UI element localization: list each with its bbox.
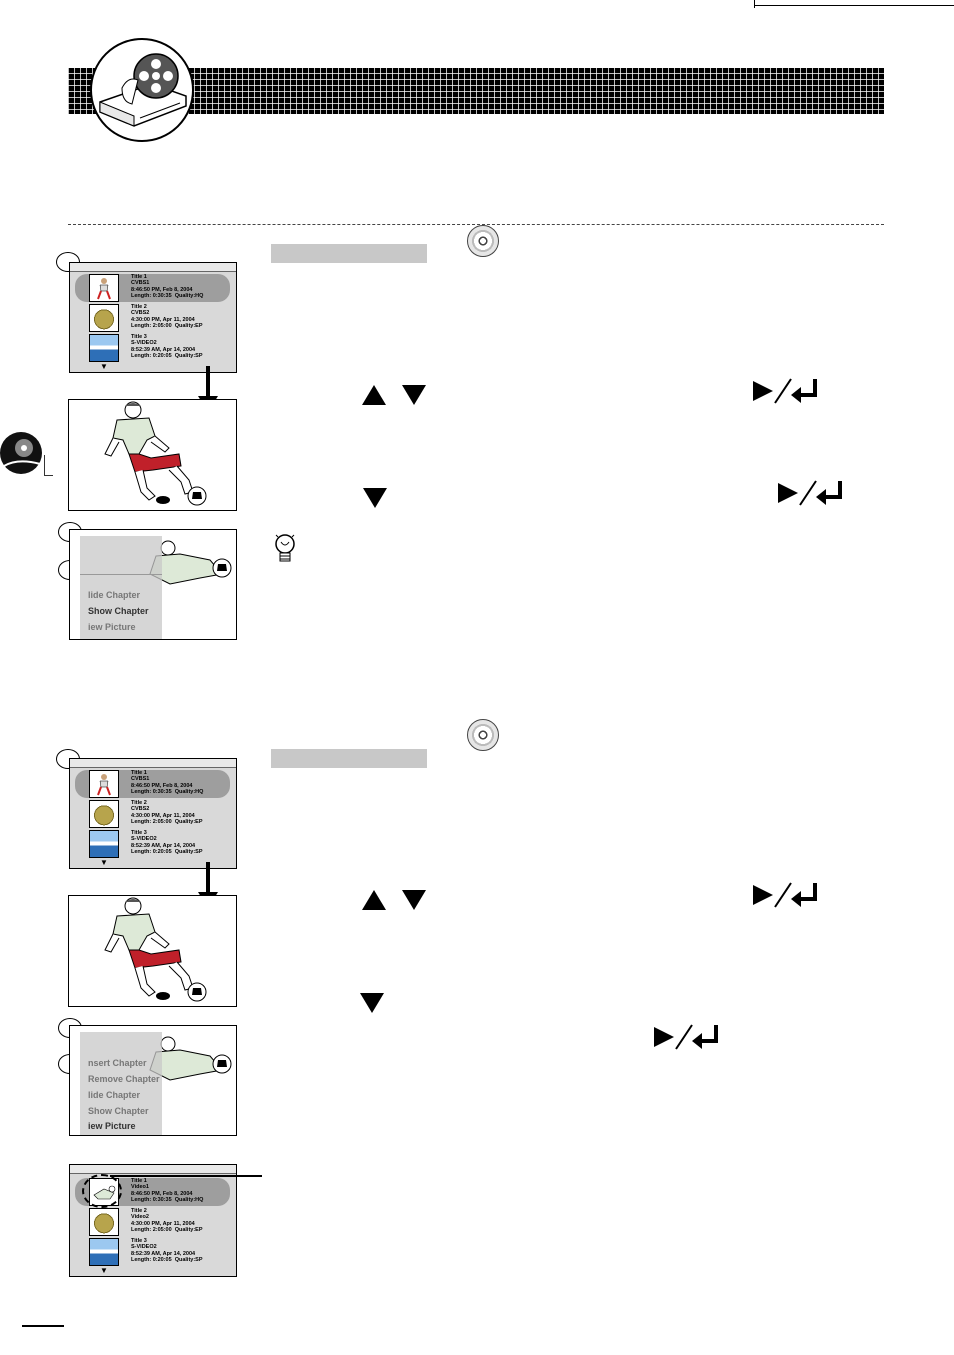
down-arrow-icon [402,385,426,405]
title-row-1[interactable]: Title 1 CVBS1 8:46:50 PM, Feb 8, 2004 Le… [75,274,230,302]
chapter-menu-screen-b: nsert Chapter Remove Chapter lide Chapte… [69,1025,237,1136]
scroll-down-indicator: ▼ [100,362,108,371]
down-arrow-icon [402,890,426,910]
up-arrow-icon [362,890,386,910]
chapter-popup-menu: lide Chapter Show Chapter iew Picture [80,536,162,639]
title-2-info: Title 2 CVBS2 4:30:00 PM, Apr 11, 2004 L… [131,800,203,825]
thumbnail-highlight-circle [82,1174,122,1208]
title-1-thumbnail [89,770,119,798]
popup-item-remove-chapter[interactable]: Remove Chapter [88,1074,160,1084]
title-3-thumbnail [89,334,119,362]
top-corner-rule-vertical [754,0,755,8]
chapter-menu-screen-a: lide Chapter Show Chapter iew Picture [69,529,237,640]
title-2-thumbnail [89,1208,119,1236]
film-reel-player-icon [90,38,194,142]
callout-line [110,1175,262,1177]
popup-item-insert-chapter[interactable]: nsert Chapter [88,1058,147,1068]
down-arrow-icon [363,488,387,508]
title-3-thumbnail [89,830,119,858]
title-row-2[interactable]: Title 2 CVBS2 4:30:00 PM, Apr 11, 2004 L… [75,800,230,828]
title-1-thumbnail [89,274,119,302]
title-3-info: Title 3 S-VIDEO2 8:52:39 AM, Apr 14, 200… [131,1238,203,1263]
title-1-info: Title 1 Video1 8:46:50 PM, Feb 8, 2004 L… [131,1178,204,1203]
scroll-down-indicator: ▼ [100,1266,108,1275]
title-list-screen-a: Title 1 CVBS1 8:46:50 PM, Feb 8, 2004 Le… [69,262,237,373]
section-separator [68,224,884,225]
down-arrow-icon [360,993,384,1013]
screen-top-strip [70,759,236,768]
popup-item-show-chapter[interactable]: Show Chapter [88,606,149,616]
popup-item-view-picture[interactable]: iew Picture [88,1121,136,1131]
popup-item-hide-chapter[interactable]: lide Chapter [88,1090,141,1100]
section-b-heading-bar [271,749,427,768]
side-section-icon [0,432,42,474]
popup-divider [80,574,162,575]
title-list-screen-b: Title 1 CVBS1 8:46:50 PM, Feb 8, 2004 Le… [69,758,237,869]
title-row-3[interactable]: Title 3 S-VIDEO2 8:52:39 AM, Apr 14, 200… [75,334,230,362]
title-1-info: Title 1 CVBS1 8:46:50 PM, Feb 8, 2004 Le… [131,274,204,299]
title-2-thumbnail [89,800,119,828]
title-1-info: Title 1 CVBS1 8:46:50 PM, Feb 8, 2004 Le… [131,770,204,795]
scroll-down-indicator: ▼ [100,858,108,867]
title-3-info: Title 3 S-VIDEO2 8:52:39 AM, Apr 14, 200… [131,830,203,855]
screen-top-strip [70,1165,236,1174]
play-enter-icon [654,1023,722,1056]
top-corner-rule [754,0,954,6]
title-row-3[interactable]: Title 3 S-VIDEO2 8:52:39 AM, Apr 14, 200… [75,1238,230,1266]
title-row-3[interactable]: Title 3 S-VIDEO2 8:52:39 AM, Apr 14, 200… [75,830,230,858]
play-enter-icon [753,881,821,914]
playback-screen-b [68,895,237,1007]
lightbulb-icon [274,533,296,572]
title-list-screen-result: Title 1 Video1 8:46:50 PM, Feb 8, 2004 L… [69,1164,237,1277]
popup-item-hide-chapter[interactable]: lide Chapter [88,590,141,600]
play-enter-icon [753,377,821,410]
playback-screen-a [68,399,237,511]
popup-item-show-chapter[interactable]: Show Chapter [88,1106,149,1116]
title-3-info: Title 3 S-VIDEO2 8:52:39 AM, Apr 14, 200… [131,334,203,359]
title-row-1[interactable]: Title 1 CVBS1 8:46:50 PM, Feb 8, 2004 Le… [75,770,230,798]
title-3-thumbnail [89,1238,119,1266]
popup-item-view-picture[interactable]: iew Picture [88,622,136,632]
play-enter-icon [778,479,846,512]
footer-rule [22,1325,64,1327]
title-row-2[interactable]: Title 2 CVBS2 4:30:00 PM, Apr 11, 2004 L… [75,304,230,332]
disc-icon [467,719,499,751]
header-banner [68,68,884,114]
title-2-info: Title 2 CVBS2 4:30:00 PM, Apr 11, 2004 L… [131,304,203,329]
title-2-thumbnail [89,304,119,332]
title-row-2[interactable]: Title 2 Video2 4:30:00 PM, Apr 11, 2004 … [75,1208,230,1236]
title-2-info: Title 2 Video2 4:30:00 PM, Apr 11, 2004 … [131,1208,203,1233]
chapter-popup-menu: nsert Chapter Remove Chapter lide Chapte… [80,1032,162,1135]
side-icon-bracket [44,455,53,476]
disc-icon [467,225,499,257]
section-a-heading-bar [271,244,427,263]
up-arrow-icon [362,385,386,405]
screen-top-strip [70,263,236,272]
